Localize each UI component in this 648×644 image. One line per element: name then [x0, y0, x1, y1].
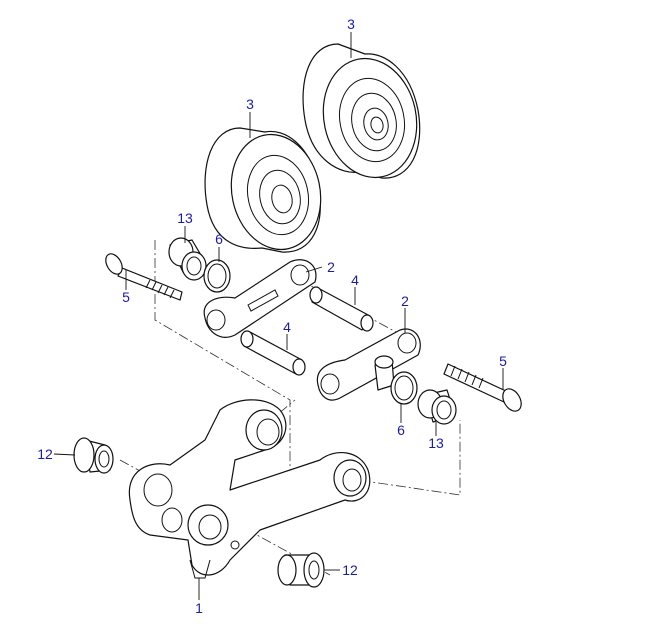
roller-3-lower — [204, 127, 322, 253]
callout-labels: 3 3 13 6 2 5 4 2 4 5 6 13 12 12 1 — [37, 16, 507, 616]
bushing-12-left — [73, 437, 114, 474]
pin-4-upper — [309, 286, 374, 332]
bushing-12-right — [277, 552, 325, 588]
bushing-13-right — [417, 389, 457, 425]
roller-3-upper — [302, 43, 421, 179]
link-2-upper — [203, 259, 317, 338]
callout-3-lower-roller: 3 — [246, 96, 254, 112]
arm-1 — [128, 399, 371, 579]
callout-4-upper: 4 — [351, 272, 359, 288]
callout-4-lower: 4 — [283, 319, 291, 335]
washer-6-left — [203, 259, 231, 293]
callout-2-upper: 2 — [327, 259, 335, 275]
link-2-lower — [316, 328, 421, 401]
callout-13-left: 13 — [177, 210, 193, 226]
callout-5-right: 5 — [499, 353, 507, 369]
callout-5-left: 5 — [122, 289, 130, 305]
bushing-13-left — [168, 237, 207, 281]
callout-1-arm: 1 — [195, 600, 203, 616]
callout-12-right: 12 — [342, 562, 358, 578]
bolt-5-left — [105, 253, 183, 301]
callout-6-right: 6 — [397, 422, 405, 438]
pin-4-lower — [240, 330, 306, 376]
callout-13-right: 13 — [428, 435, 444, 451]
callout-6-left: 6 — [215, 231, 223, 247]
washer-6-right — [390, 371, 418, 405]
callout-3-upper-roller: 3 — [347, 16, 355, 32]
leader-lines — [53, 32, 504, 600]
bolt-5-right — [443, 363, 522, 412]
callout-12-left: 12 — [37, 446, 53, 462]
callout-2-lower: 2 — [401, 293, 409, 309]
